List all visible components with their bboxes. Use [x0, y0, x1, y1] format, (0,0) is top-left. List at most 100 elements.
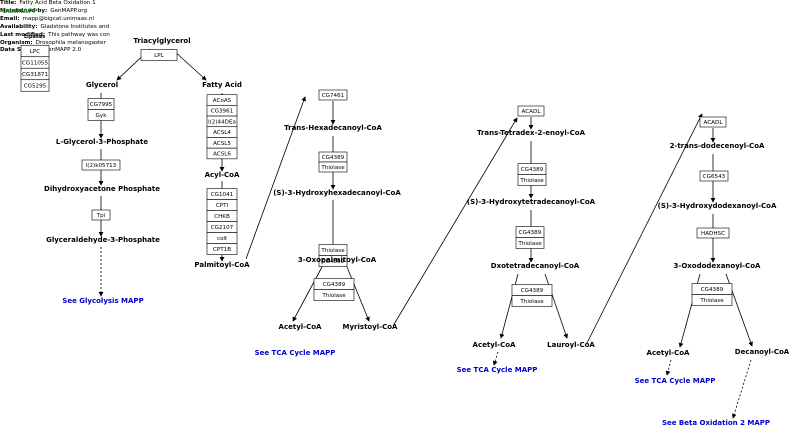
gene-box[interactable]: CG4389 [313, 278, 355, 290]
gene-box[interactable]: Thiolase [318, 161, 348, 173]
gene-box-frame [696, 227, 730, 239]
metabolite-glyceraldehyde-3-phosphate: Glyceraldehyde-3-Phosphate [46, 236, 160, 244]
reaction-arrow [586, 113, 703, 344]
gene-box-frame [318, 161, 348, 173]
gene-box[interactable]: Thiolase [313, 289, 355, 301]
gene-label: CG1041 [211, 192, 234, 198]
metabolite-acetyl-coa-1: Acetyl-CoA [279, 323, 322, 331]
gene-box[interactable]: ACoAS [206, 94, 238, 106]
gene-label: l(2)k05713 [86, 163, 117, 169]
pathway-title: Fatty Acid Beta Oxidation 1 [19, 0, 96, 6]
gene-box-frame [511, 295, 553, 307]
gene-box[interactable]: CG2107 [206, 221, 238, 233]
gene-box[interactable]: Thiolase [515, 237, 545, 249]
gene-box[interactable]: ACSL4 [206, 126, 238, 138]
gene-label: HADHSC [701, 231, 725, 237]
gene-box[interactable]: Thiolase [318, 244, 348, 256]
gene-box[interactable]: Gyk [87, 109, 115, 121]
gene-box[interactable]: CG5295 [20, 79, 50, 92]
metabolite-decanoyl-coa: Decanoyl-CoA [735, 348, 790, 356]
gene-box[interactable]: ACSL6 [206, 147, 238, 160]
gene-label: Gyk [96, 113, 108, 119]
gene-box-frame [140, 49, 178, 61]
gene-label: CG7995 [90, 102, 113, 108]
gene-box[interactable]: l(2)k05713 [81, 159, 121, 171]
gene-label: CG31871 [22, 72, 48, 78]
gene-box-frame [20, 79, 50, 92]
gene-box[interactable]: CG7995 [87, 98, 115, 110]
link-tca-1[interactable]: See TCA Cycle MAPP [255, 349, 336, 357]
link-glycolysis[interactable]: See Glycolysis MAPP [62, 297, 143, 305]
gene-label: Thiolase [517, 241, 542, 247]
metabolite-trans-dodecenoyl-coa: 2-trans-dodecenoyl-CoA [670, 142, 765, 150]
gene-label: CG6543 [703, 174, 726, 180]
metabolite-l-glycerol-3-phosphate: L-Glycerol-3-Phosphate [56, 138, 148, 146]
gene-label: CG4389 [322, 259, 345, 265]
email-key: Email: [0, 15, 20, 22]
gene-box-frame [87, 109, 115, 121]
gene-label: l(2)44DEa [208, 119, 236, 125]
gene-box[interactable]: Thiolase [511, 295, 553, 307]
gene-box[interactable]: colt [206, 232, 238, 244]
gene-box[interactable]: CG31871 [20, 67, 50, 81]
link-beta-oxidation-2[interactable]: See Beta Oxidation 2 MAPP [662, 419, 770, 427]
gene-box[interactable]: Tpi [91, 209, 111, 221]
metabolite-glycerol: Glycerol [86, 81, 118, 89]
gene-box[interactable]: CG3961 [206, 105, 238, 117]
gene-label: LPL [154, 53, 164, 59]
metabolite-dihydroxyacetone-phosphate: Dihydroxyacetone Phosphate [44, 185, 160, 193]
gene-box[interactable]: CG11055 [20, 56, 50, 69]
gene-box[interactable]: CG4389 [517, 163, 547, 175]
metabolite-oxododexanoyl-coa: 3-Oxododexanoyl-CoA [674, 262, 761, 270]
gene-box-frame [517, 174, 547, 186]
modified-key: Last modified: [0, 31, 46, 38]
gene-box[interactable]: CG4389 [318, 151, 348, 163]
gene-box[interactable]: CHKB [206, 210, 238, 222]
gene-label: Thiolase [699, 298, 724, 304]
reaction-arrow [292, 266, 323, 322]
gene-box[interactable]: CG4389 [515, 226, 545, 238]
gene-box[interactable]: CG7461 [318, 89, 348, 101]
gene-box[interactable]: CG4389 [691, 283, 733, 295]
gene-label: Thiolase [519, 178, 544, 184]
gene-box-frame [318, 255, 348, 267]
gene-box[interactable]: CG4389 [511, 284, 553, 296]
gene-box-frame [517, 105, 545, 117]
metabolite-s3-hydroxyhexadecanoyl-coa: (S)-3-Hydroxyhexadecanoyl-CoA [273, 189, 401, 197]
gene-box[interactable]: CPT1B [206, 243, 238, 255]
gene-box[interactable]: CG4389 [318, 255, 348, 267]
gene-box[interactable]: Thiolase [691, 294, 733, 306]
reaction-arrow [245, 96, 306, 260]
gene-label: LPC [30, 49, 40, 55]
gene-label: CG4389 [322, 155, 345, 161]
gene-box[interactable]: ACADL [699, 116, 727, 128]
gene-box[interactable]: LPC [20, 44, 50, 58]
gene-label: ACSL4 [213, 130, 231, 136]
link-tca-3[interactable]: See TCA Cycle MAPP [635, 377, 716, 385]
metabolite-palmitoyl-coa: Palmitoyl-CoA [194, 261, 250, 269]
gene-box-frame [699, 116, 727, 128]
gene-box[interactable]: Thiolase [517, 174, 547, 186]
gene-box[interactable]: l(2)44DEa [206, 115, 238, 128]
gene-label: CHKB [214, 214, 230, 220]
gene-box[interactable]: ACSL5 [206, 137, 238, 149]
gene-label: CG4389 [521, 288, 544, 294]
gene-box[interactable]: LPL [140, 49, 178, 61]
reaction-arrow [171, 48, 207, 81]
gene-box[interactable]: ACADL [517, 105, 545, 117]
gene-box-frame [318, 89, 348, 101]
gene-box[interactable]: CG1041 [206, 188, 238, 200]
genmapp-logo: GenMAPP [2, 7, 38, 15]
gene-label: ACSL6 [213, 152, 231, 158]
gene-label: CPT1B [213, 247, 231, 253]
gene-label: CG5295 [24, 84, 47, 90]
gene-box[interactable]: CPTI [206, 199, 238, 211]
gene-box[interactable]: CG6543 [699, 170, 729, 182]
link-tca-2[interactable]: See TCA Cycle MAPP [457, 366, 538, 374]
gene-box-frame [91, 209, 111, 221]
gene-label: Thiolase [321, 293, 346, 299]
metabolite-s3-hydroxytetradecanoyl-coa: (S)-3-Hydroxytetradecanoyl-CoA [467, 198, 596, 206]
gene-box[interactable]: HADHSC [696, 227, 730, 239]
maintained-key: Maintained by: [0, 7, 48, 14]
